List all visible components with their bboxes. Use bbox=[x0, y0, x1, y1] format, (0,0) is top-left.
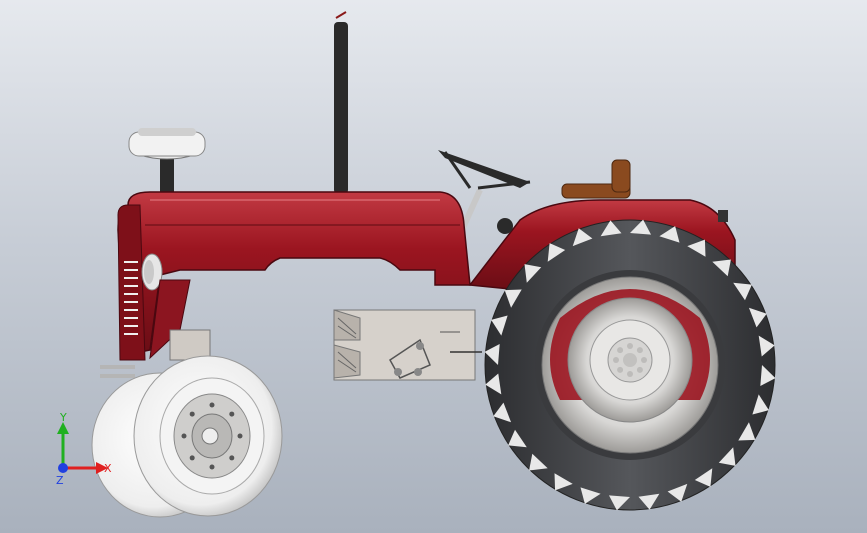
y-axis-label: Y bbox=[59, 411, 67, 424]
engine-block bbox=[333, 309, 482, 381]
lug-nut bbox=[209, 464, 215, 470]
rear-wheel bbox=[484, 219, 776, 511]
front-wheel bbox=[133, 355, 283, 517]
lug-nut bbox=[189, 455, 195, 461]
tire-tread bbox=[508, 429, 527, 448]
tire-tread bbox=[491, 315, 508, 336]
lug-nut bbox=[229, 411, 235, 417]
lug-nut bbox=[189, 411, 195, 417]
front-grille bbox=[117, 204, 163, 361]
lug-nut bbox=[617, 366, 624, 373]
tire-tread bbox=[733, 282, 752, 301]
x-axis-label: X bbox=[104, 462, 112, 475]
tire-tread bbox=[718, 447, 736, 466]
lug-nut bbox=[617, 347, 624, 354]
lug-nut bbox=[181, 433, 187, 439]
tire-tread bbox=[484, 343, 500, 365]
steering-wheel bbox=[438, 150, 531, 232]
exhaust-pipe bbox=[334, 11, 348, 194]
tire-tread bbox=[659, 226, 680, 243]
tire-tread bbox=[572, 228, 593, 247]
tire-tread bbox=[760, 365, 776, 387]
tire-tread bbox=[485, 373, 502, 395]
lug-nut bbox=[636, 347, 643, 354]
lug-nut bbox=[209, 402, 215, 408]
tire-tread bbox=[524, 264, 542, 283]
tire-tread bbox=[630, 219, 652, 235]
tire-tread bbox=[554, 473, 573, 491]
tire-tread bbox=[580, 487, 601, 504]
lug-nut bbox=[237, 433, 243, 439]
tire-tread bbox=[600, 220, 622, 237]
lug-nut bbox=[636, 366, 643, 373]
tire-tread bbox=[493, 402, 512, 423]
tire-tread bbox=[529, 453, 548, 471]
tire-tread bbox=[712, 259, 731, 277]
lug-nut bbox=[641, 357, 647, 363]
lug-nut bbox=[229, 455, 235, 461]
tire-tread bbox=[752, 394, 769, 415]
z-axis-label: Z bbox=[56, 474, 64, 487]
y-axis-arrow bbox=[57, 422, 69, 434]
tire-tread bbox=[504, 289, 522, 308]
lug-nut bbox=[627, 371, 633, 377]
z-axis bbox=[58, 463, 68, 473]
tire-tread bbox=[667, 483, 688, 502]
front-axle-support bbox=[100, 279, 211, 378]
air-cleaner bbox=[128, 128, 206, 192]
tire-tread bbox=[758, 335, 775, 357]
coordinate-triad: Y X Z bbox=[56, 411, 112, 487]
tire-tread bbox=[547, 243, 566, 262]
lug-nut bbox=[627, 343, 633, 349]
tire-tread bbox=[738, 422, 756, 441]
tire-tread bbox=[694, 468, 713, 487]
lug-nut bbox=[613, 357, 619, 363]
tire-tread bbox=[748, 307, 767, 328]
seat bbox=[561, 159, 631, 199]
tire-tread bbox=[608, 495, 630, 511]
x-axis-arrow bbox=[96, 462, 108, 474]
tire-tread bbox=[687, 239, 706, 257]
tire-tread bbox=[638, 493, 660, 510]
